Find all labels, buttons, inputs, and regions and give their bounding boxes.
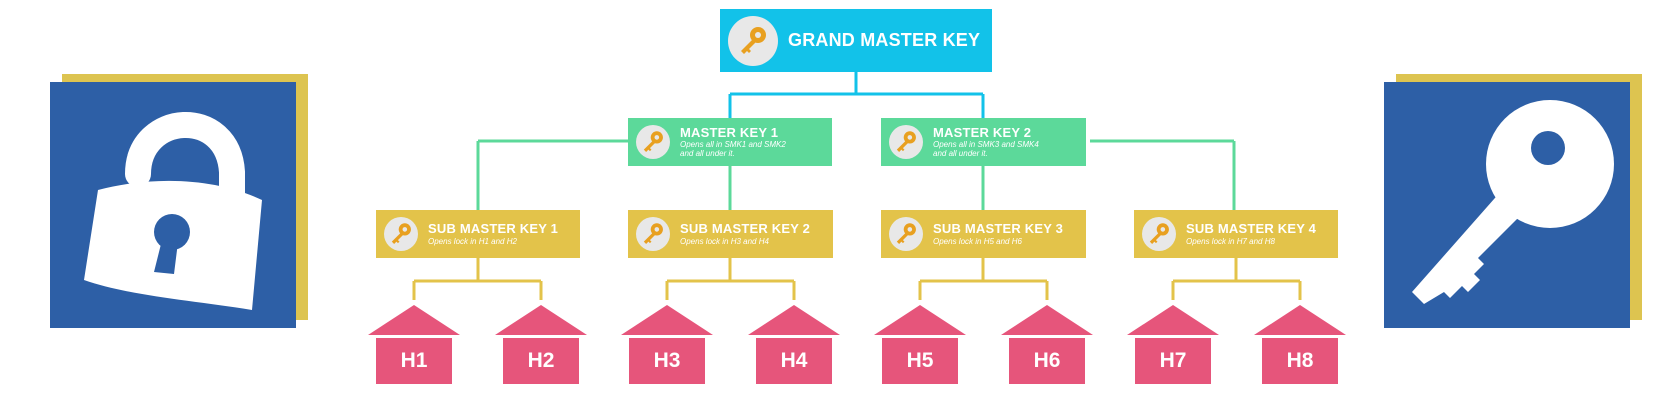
key-icon <box>1412 100 1614 304</box>
sub-master-key-desc: Opens lock in H1 and H2 <box>428 236 517 246</box>
sub-master-key-desc: Opens lock in H7 and H8 <box>1186 236 1275 246</box>
house-roof <box>1127 305 1219 335</box>
master-key-box-1: MASTER KEY 1 Opens all in SMK1 and SMK2 … <box>628 118 832 166</box>
master-key-desc: and all under it. <box>933 148 988 158</box>
sub-master-key-title: SUB MASTER KEY 1 <box>428 220 559 236</box>
house-label: H4 <box>756 338 832 384</box>
sub-master-key-box-3: SUB MASTER KEY 3 Opens lock in H5 and H6 <box>881 210 1086 258</box>
house-label: H6 <box>1009 338 1085 384</box>
sub-master-key-desc: Opens lock in H5 and H6 <box>933 236 1022 246</box>
padlock-icon <box>84 112 262 310</box>
house-label: H1 <box>376 338 452 384</box>
house-roof <box>1254 305 1346 335</box>
sub-master-key-box-1: SUB MASTER KEY 1 Opens lock in H1 and H2 <box>376 210 580 258</box>
master-key-desc: and all under it. <box>680 148 735 158</box>
gold-key-icon <box>384 217 418 251</box>
house-label: H3 <box>629 338 705 384</box>
gold-key-icon <box>636 125 670 159</box>
house-h3: H3 <box>621 305 713 385</box>
gold-key-icon <box>636 217 670 251</box>
house-h8: H8 <box>1254 305 1346 385</box>
house-label: H2 <box>503 338 579 384</box>
master-key-desc: Opens all in SMK1 and SMK2 <box>680 140 786 150</box>
house-roof <box>621 305 713 335</box>
master-key-title: MASTER KEY 1 <box>680 124 779 140</box>
house-roof <box>1001 305 1093 335</box>
gold-key-icon <box>728 15 778 66</box>
gold-key-icon <box>1142 217 1176 251</box>
house-roof <box>748 305 840 335</box>
grand-master-key-box: GRAND MASTER KEY <box>720 9 992 72</box>
gold-key-icon <box>889 125 923 159</box>
house-label: H5 <box>882 338 958 384</box>
house-h1: H1 <box>368 305 460 385</box>
house-h4: H4 <box>748 305 840 385</box>
sub-master-key-title: SUB MASTER KEY 4 <box>1186 220 1317 236</box>
house-roof <box>874 305 966 335</box>
house-roof <box>368 305 460 335</box>
house-label: H8 <box>1262 338 1338 384</box>
sub-master-key-desc: Opens lock in H3 and H4 <box>680 236 769 246</box>
sub-master-key-title: SUB MASTER KEY 2 <box>680 220 811 236</box>
sub-master-key-title: SUB MASTER KEY 3 <box>933 220 1064 236</box>
house-h7: H7 <box>1127 305 1219 385</box>
master-key-desc: Opens all in SMK3 and SMK4 <box>933 140 1039 150</box>
house-h5: H5 <box>874 305 966 385</box>
master-key-title: MASTER KEY 2 <box>933 124 1032 140</box>
sub-master-key-box-4: SUB MASTER KEY 4 Opens lock in H7 and H8 <box>1134 210 1338 258</box>
house-h2: H2 <box>495 305 587 385</box>
gold-key-icon <box>889 217 923 251</box>
house-label: H7 <box>1135 338 1211 384</box>
master-key-box-2: MASTER KEY 2 Opens all in SMK3 and SMK4 … <box>881 118 1086 166</box>
left-panel <box>50 82 296 328</box>
right-panel <box>1384 82 1630 328</box>
grand-master-key-title: GRAND MASTER KEY <box>788 30 981 51</box>
sub-master-key-box-2: SUB MASTER KEY 2 Opens lock in H3 and H4 <box>628 210 833 258</box>
house-roof <box>495 305 587 335</box>
house-h6: H6 <box>1001 305 1093 385</box>
